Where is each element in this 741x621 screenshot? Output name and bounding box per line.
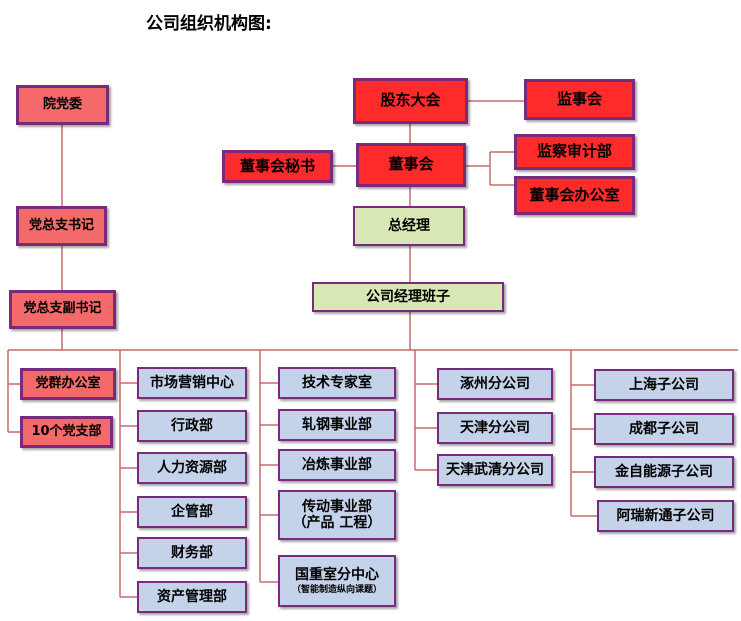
column5-item-1: 上海子公司: [594, 369, 734, 401]
board-label: 董事会: [388, 155, 434, 174]
column5-item-2: 成都子公司: [594, 413, 734, 445]
column5-item-label: 成都子公司: [629, 420, 699, 437]
column2-item-5: 财务部: [137, 537, 247, 569]
column1-item-label: 党群办公室: [35, 375, 101, 391]
column5-item-label: 上海子公司: [629, 376, 699, 393]
column4-item-label: 天津武清分公司: [446, 461, 544, 478]
shareholders-meeting-label: 股东大会: [380, 91, 441, 110]
column3-item-sublabel: （产品 工程）: [292, 515, 382, 531]
party-committee-label: 院党委: [42, 96, 82, 112]
manager-team-label: 公司经理班子: [366, 288, 450, 305]
board-office-box: 董事会办公室: [514, 176, 635, 215]
column4-item-label: 涿州分公司: [460, 375, 530, 392]
column4-item-label: 天津分公司: [460, 419, 530, 436]
column3-item-label: 技术专家室: [302, 374, 372, 391]
party-committee-box: 院党委: [16, 85, 109, 125]
supervisory-board-label: 监事会: [556, 89, 602, 108]
column3-tech-experts: 技术专家室: [278, 367, 396, 399]
general-manager-label: 总经理: [388, 217, 430, 234]
column2-item-label: 资产管理部: [157, 588, 227, 605]
column2-item-6: 资产管理部: [137, 581, 247, 613]
audit-dept-box: 监察审计部: [514, 134, 635, 170]
column3-item-label: 冶炼事业部: [302, 456, 372, 473]
column2-item-label: 行政部: [171, 417, 213, 434]
column4-item-3: 天津武清分公司: [437, 454, 553, 486]
column5-item-3: 金自能源子公司: [594, 456, 734, 488]
column2-item-label: 财务部: [171, 544, 213, 561]
column5-item-label: 阿瑞新通子公司: [616, 507, 715, 524]
column2-item-1: 市场营销中心: [137, 367, 247, 399]
column3-rolling: 轧钢事业部: [278, 409, 396, 441]
board-box: 董事会: [356, 143, 466, 187]
party-deputy-secretary-box: 党总支副书记: [9, 290, 116, 329]
supervisory-board-box: 监事会: [524, 79, 635, 120]
column1-item-1: 党群办公室: [20, 368, 116, 400]
column3-transmission: 传动事业部 （产品 工程）: [278, 490, 396, 540]
column2-item-2: 行政部: [137, 410, 247, 442]
board-office-label: 董事会办公室: [529, 185, 620, 204]
column2-item-label: 市场营销中心: [150, 374, 234, 391]
column5-item-4: 阿瑞新通子公司: [597, 500, 734, 532]
column1-item-2: 10个党支部: [20, 416, 113, 448]
column2-item-3: 人力资源部: [137, 452, 247, 484]
column4-item-2: 天津分公司: [437, 412, 553, 444]
column5-item-label: 金自能源子公司: [615, 463, 713, 480]
board-secretary-label: 董事会秘书: [239, 156, 315, 175]
audit-dept-label: 监察审计部: [536, 142, 612, 161]
column3-item-label: 国重室分中心: [295, 566, 379, 583]
column3-item-label: 传动事业部: [302, 498, 372, 515]
page-title: 公司组织机构图:: [146, 14, 272, 34]
column3-lab-center: 国重室分中心 （智能制造纵向课题）: [278, 555, 396, 607]
party-secretary-box: 党总支书记: [16, 206, 107, 246]
column1-item-label: 10个党支部: [31, 423, 102, 439]
party-deputy-secretary-label: 党总支副书记: [23, 301, 102, 317]
column3-item-label: 轧钢事业部: [302, 416, 372, 433]
general-manager-box: 总经理: [353, 206, 465, 246]
shareholders-meeting-box: 股东大会: [353, 78, 468, 124]
board-secretary-box: 董事会秘书: [222, 150, 333, 183]
column2-item-label: 企管部: [171, 503, 213, 520]
column2-item-4: 企管部: [137, 496, 247, 528]
column3-item-sublabel: （智能制造纵向课题）: [291, 584, 382, 595]
column3-smelting: 冶炼事业部: [278, 449, 396, 481]
manager-team-box: 公司经理班子: [312, 282, 504, 312]
column4-item-1: 涿州分公司: [437, 368, 553, 400]
party-secretary-label: 党总支书记: [28, 217, 94, 233]
column2-item-label: 人力资源部: [157, 459, 227, 476]
